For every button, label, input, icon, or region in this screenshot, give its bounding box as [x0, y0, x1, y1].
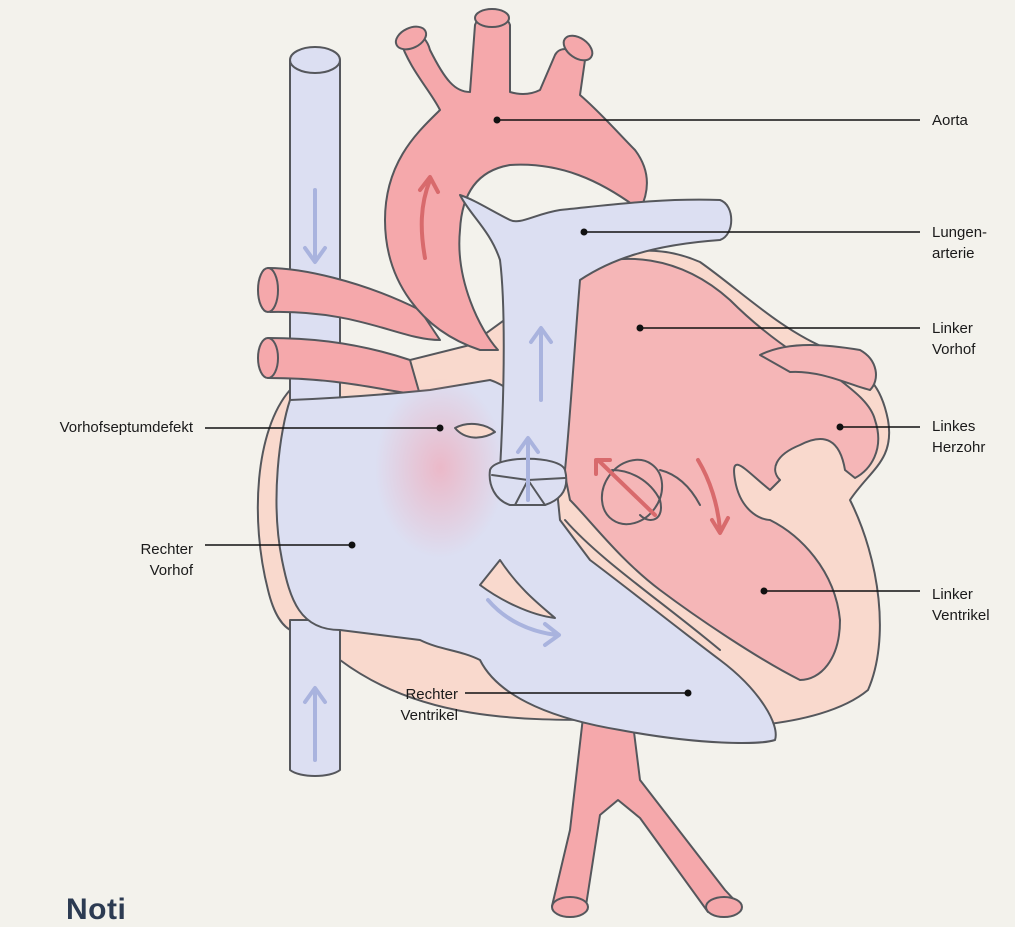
label-vorhofseptumdefekt: Vorhofseptumdefekt: [60, 417, 193, 438]
label-linker-ventrikel: Linker Ventrikel: [932, 584, 990, 626]
label-linker-vorhof: Linker Vorhof: [932, 318, 975, 360]
label-aorta: Aorta: [932, 110, 968, 131]
label-linkes-herzohr: Linkes Herzohr: [932, 416, 985, 458]
label-rechter-vorhof: Rechter Vorhof: [140, 539, 193, 581]
label-rechter-ventrikel: Rechter Ventrikel: [400, 684, 458, 726]
label-lungenarterie: Lungen- arterie: [932, 222, 987, 264]
